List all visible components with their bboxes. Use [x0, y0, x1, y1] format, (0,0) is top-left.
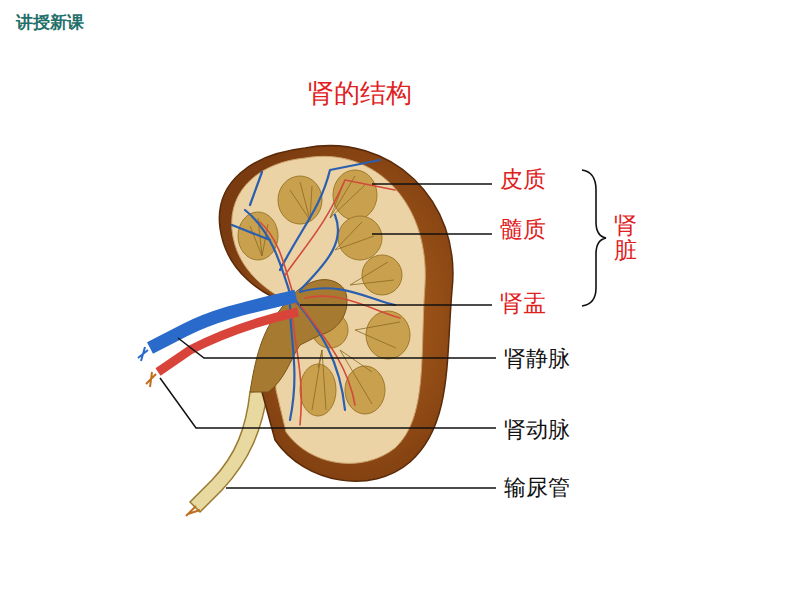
group-name: 肾脏 [614, 213, 637, 264]
part-name: 髓质 [500, 216, 546, 244]
medulla-pyramids [238, 170, 410, 416]
artery-arrow [146, 372, 156, 387]
part-name: 输尿管 [504, 475, 570, 501]
pyramid-striations [250, 176, 400, 410]
vein-arrow [138, 347, 148, 361]
ureter-shape [190, 390, 268, 512]
renal-artery-shape [158, 312, 298, 372]
part-name: 皮质 [500, 166, 546, 194]
kidney-capsule [219, 146, 453, 482]
slide-title: 肾的结构 [308, 78, 412, 109]
part-name: 肾动脉 [504, 417, 570, 443]
leader-lines [160, 184, 496, 488]
vessel-branches [232, 160, 400, 425]
brace [582, 170, 606, 306]
section-header: 讲授新课 [16, 12, 84, 32]
part-name: 肾盂 [500, 290, 546, 318]
ureter-arrow [186, 506, 200, 516]
part-name: 肾静脉 [504, 346, 570, 372]
